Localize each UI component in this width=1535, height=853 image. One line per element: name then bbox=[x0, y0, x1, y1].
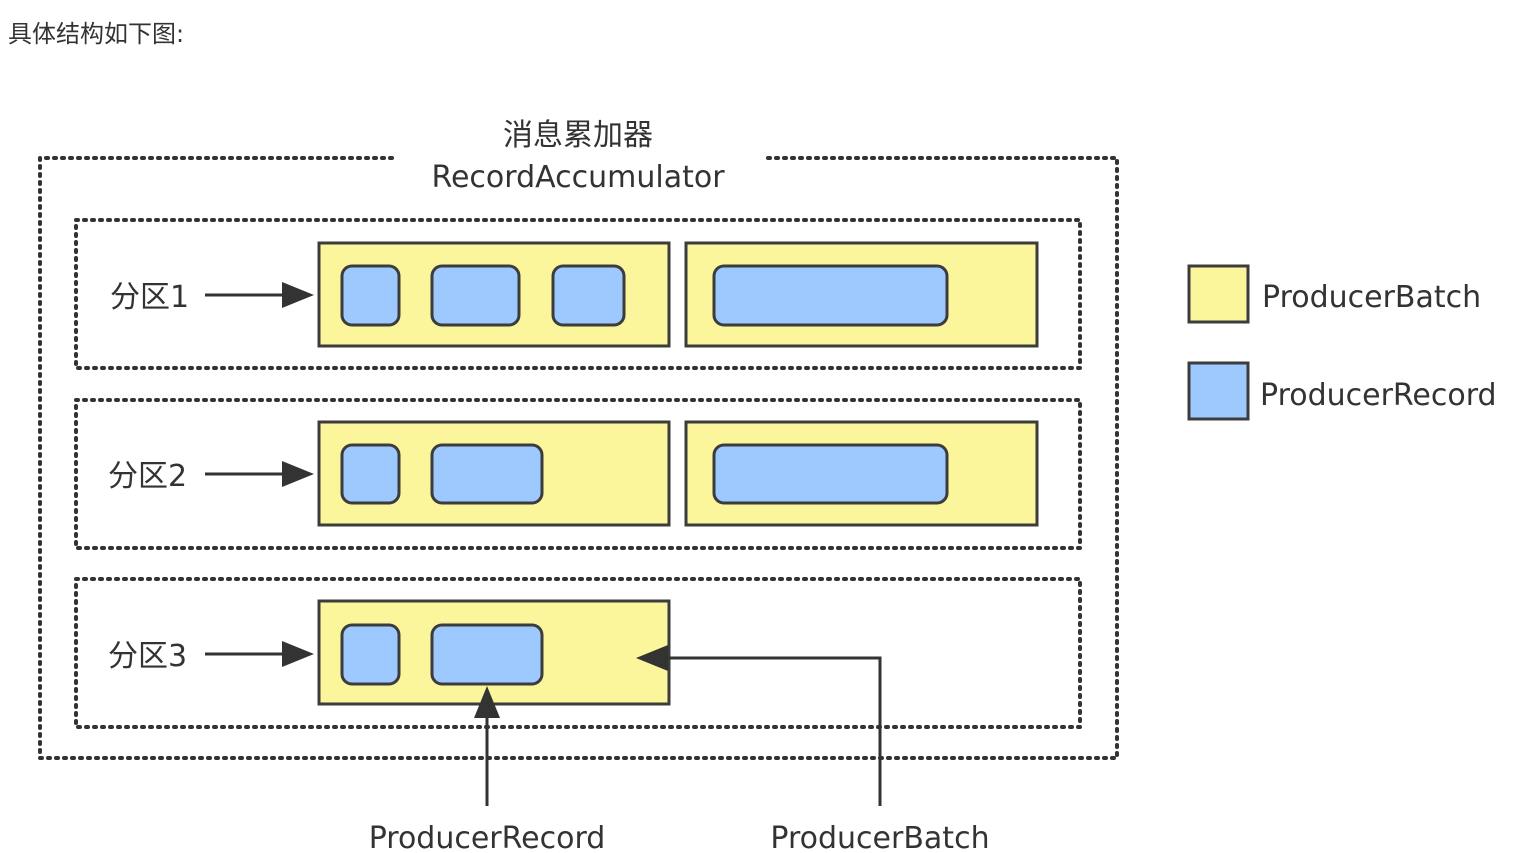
partition-3-arrow-head bbox=[282, 641, 314, 667]
incoming-batch-arrow-line bbox=[666, 656, 882, 806]
bottom-label-producer-batch: ProducerBatch bbox=[770, 821, 989, 853]
producer-record bbox=[551, 264, 626, 327]
producer-record-swatch-icon bbox=[1187, 361, 1250, 421]
accumulator-title-cn: 消息累加器 bbox=[503, 118, 653, 153]
bottom-label-producer-record: ProducerRecord bbox=[369, 821, 606, 853]
legend-label-producer-record: ProducerRecord bbox=[1260, 378, 1497, 413]
producer-record bbox=[430, 264, 521, 327]
producer-record bbox=[340, 264, 401, 327]
partition-2-arrow-head bbox=[282, 461, 314, 487]
accumulator-frame bbox=[38, 156, 1119, 760]
incoming-batch-arrow-head bbox=[636, 645, 668, 671]
incoming-record-arrow bbox=[474, 686, 500, 806]
intro-text: 具体结构如下图: bbox=[8, 20, 185, 48]
producer-record bbox=[712, 443, 949, 505]
partition-1: 分区1 bbox=[74, 218, 1082, 370]
partition-3-frame bbox=[74, 577, 1082, 729]
partition-3-label: 分区3 bbox=[108, 639, 187, 674]
producer-record bbox=[340, 443, 401, 505]
producer-record bbox=[712, 264, 949, 327]
partition-1-frame bbox=[74, 218, 1082, 370]
partition-1-label: 分区1 bbox=[110, 280, 189, 315]
partition-2-label: 分区2 bbox=[108, 459, 187, 494]
legend: ProducerBatch ProducerRecord bbox=[1187, 264, 1497, 421]
accumulator-title-en: RecordAccumulator bbox=[431, 160, 725, 195]
producer-batch-swatch-icon bbox=[1187, 264, 1250, 324]
incoming-batch-arrow bbox=[636, 645, 882, 806]
partition-2: 分区2 bbox=[74, 398, 1082, 550]
legend-label-producer-batch: ProducerBatch bbox=[1262, 280, 1481, 315]
incoming-record-arrow-head bbox=[474, 686, 500, 718]
partition-2-frame bbox=[74, 398, 1082, 550]
producer-record bbox=[340, 623, 401, 686]
producer-record bbox=[430, 443, 544, 505]
partition-1-arrow-head bbox=[282, 282, 314, 308]
partition-3: 分区3 bbox=[74, 577, 1082, 729]
producer-record bbox=[430, 623, 544, 686]
